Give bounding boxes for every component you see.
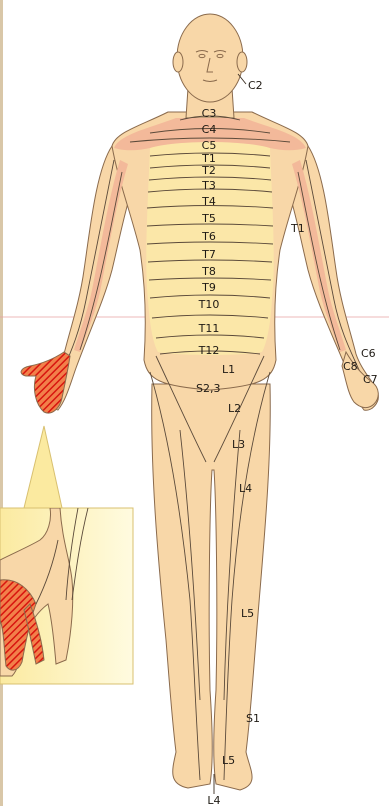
label-t12: T12 [198,344,220,357]
label-t11: T11 [198,322,220,335]
label-t10: T10 [198,298,220,311]
label-l3: L3 [232,438,245,451]
label-t8: T8 [201,265,216,278]
label-c2: C2 [248,79,263,92]
label-c4: C4 [202,123,217,136]
label-c8: C8 [343,360,358,373]
label-c6: C6 [361,347,376,360]
label-l2: L2 [228,402,241,415]
label-s23: S2,3 [196,382,220,395]
label-t3: T3 [201,179,216,192]
label-t5: T5 [201,212,216,225]
label-l1: L1 [222,363,235,376]
page-margin-rule [0,0,3,806]
label-t9: T9 [201,281,216,294]
label-l5-shin: L5 [241,607,254,620]
label-c7: C7 [363,373,378,386]
label-t6: T6 [201,230,216,243]
label-c5: C5 [202,139,217,152]
label-c3: C3 [202,107,217,120]
hand-inset [0,426,133,684]
label-t4: T4 [201,195,216,208]
label-l4-thigh: L4 [239,482,252,495]
label-l4-bottom: L4 [207,794,220,806]
label-t7: T7 [201,248,216,261]
label-s1: S1 [246,712,260,725]
label-l5-foot: L5 [222,754,235,767]
label-t2: T2 [201,164,216,177]
label-t1-arm: T1 [290,222,305,235]
inset-callout-pointer [24,426,62,508]
